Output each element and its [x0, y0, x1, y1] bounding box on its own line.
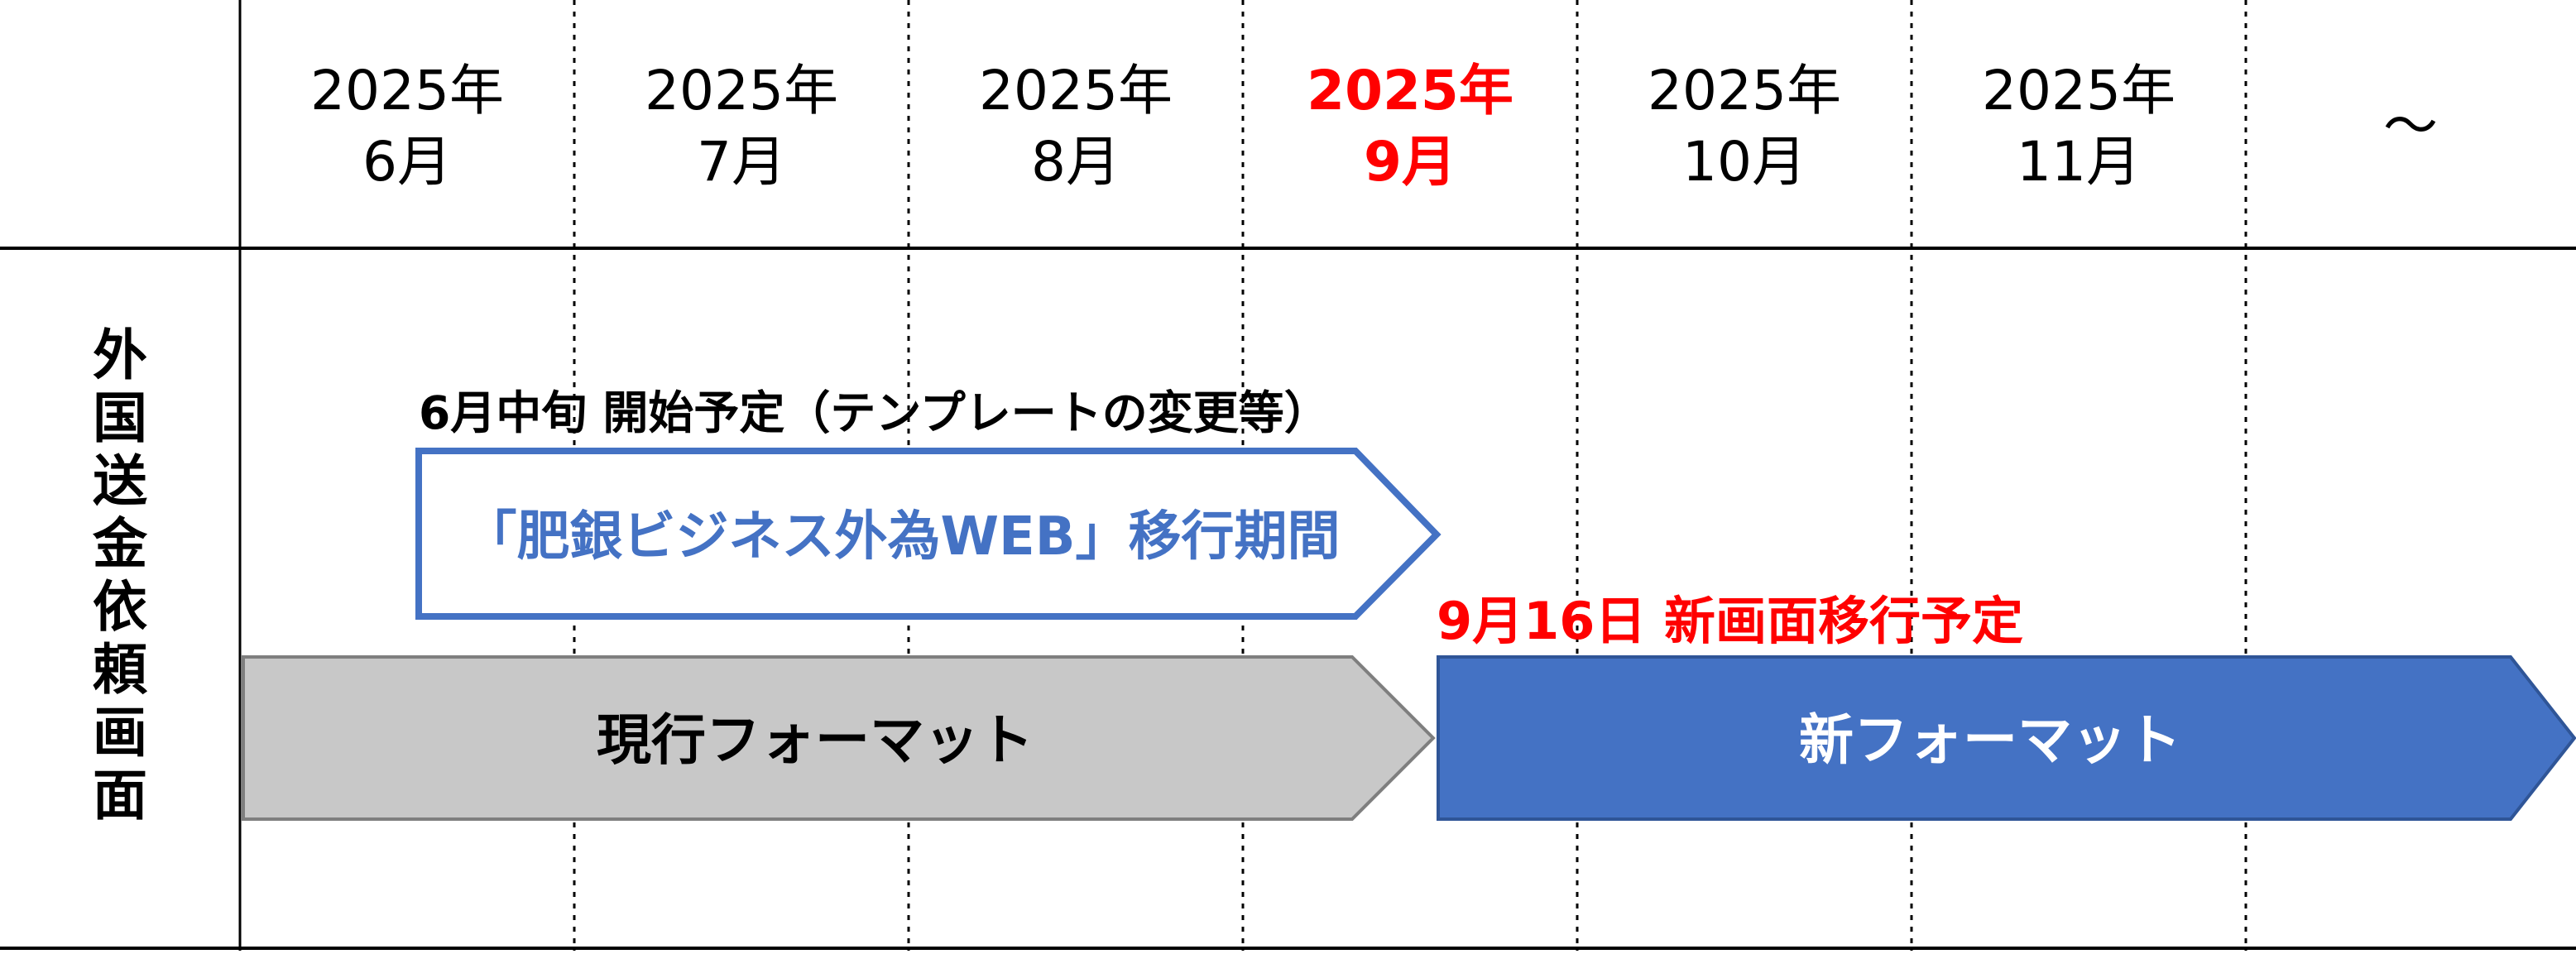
new-format-arrow — [1437, 655, 2576, 821]
month-month-label: 6月 — [362, 130, 452, 194]
month-year-label: 2025年 — [1307, 59, 1513, 122]
month-year-label: 2025年 — [979, 59, 1173, 122]
month-header-oct: 2025年 10月 — [1648, 59, 1841, 194]
month-header-sep: 2025年 9月 — [1307, 59, 1513, 194]
new-format-label: 新フォーマット — [1799, 708, 2181, 772]
month-header-nov: 2025年 11月 — [1982, 59, 2175, 194]
month-header-jun: 2025年 6月 — [310, 59, 504, 194]
month-year-label: 2025年 — [645, 59, 838, 122]
row-label-char: 国 — [93, 386, 147, 450]
current-format-label: 現行フォーマット — [597, 708, 1034, 772]
transition-start-note: 6月中旬 開始予定（テンプレートの変更等） — [419, 386, 1330, 439]
month-month-label: 11月 — [2017, 130, 2141, 194]
month-month-label: 7月 — [697, 130, 786, 194]
row-label-char: 外 — [93, 324, 147, 387]
month-headers: 2025年 6月 2025年 7月 2025年 8月 2025年 9月 2025… — [310, 59, 2438, 194]
month-month-label: 10月 — [1682, 130, 1806, 194]
new-format-start-note: 9月16日 新画面移行予定 — [1437, 591, 2023, 651]
transition-arrow — [415, 448, 1442, 620]
continuation-tilde: ～ — [2383, 94, 2438, 158]
transition-period: 6月中旬 開始予定（テンプレートの変更等） 「肥銀ビジネス外為WEB」移行期間 — [415, 386, 1442, 620]
month-header-jul: 2025年 7月 — [645, 59, 838, 194]
current-format: 現行フォーマット — [242, 655, 1436, 821]
month-year-label: 2025年 — [1648, 59, 1841, 122]
row-label-char: 金 — [92, 512, 148, 576]
row-label-char: 頼 — [93, 638, 148, 702]
month-header-aug: 2025年 8月 — [979, 59, 1173, 194]
row-label-char: 依 — [93, 575, 147, 639]
row-label-char: 画 — [93, 701, 147, 765]
row-label-char: 送 — [93, 449, 147, 513]
transition-label: 「肥銀ビジネス外為WEB」移行期間 — [463, 506, 1340, 568]
current-format-arrow — [242, 655, 1436, 821]
month-month-label: 8月 — [1031, 130, 1120, 194]
row-label-char: 面 — [93, 764, 147, 827]
month-year-label: 2025年 — [310, 59, 504, 122]
month-year-label: 2025年 — [1982, 59, 2175, 122]
month-month-label: 9月 — [1364, 130, 1456, 194]
new-format: 9月16日 新画面移行予定 新フォーマット — [1437, 591, 2576, 821]
